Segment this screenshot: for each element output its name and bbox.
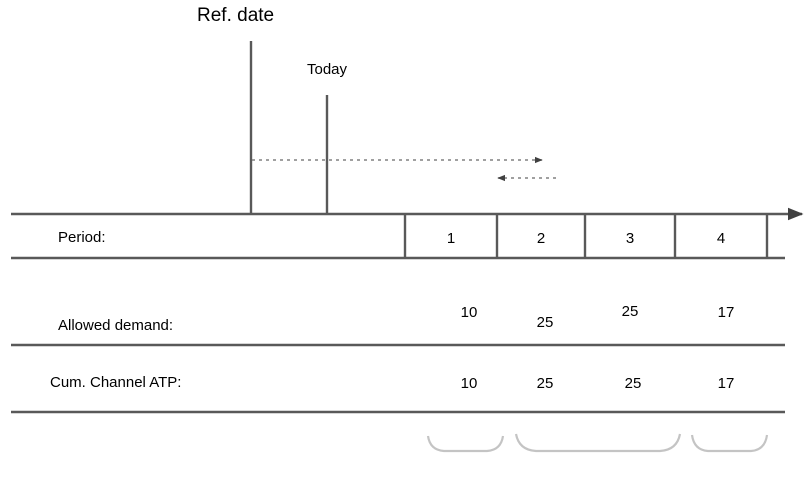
period-row-label: Period: <box>58 229 106 246</box>
group-brace-3 <box>690 434 769 453</box>
period-cell-3: 3 <box>625 230 635 247</box>
cum-channel-atp-value-4: 17 <box>717 375 735 392</box>
cum-channel-atp-value-1: 10 <box>460 375 478 392</box>
allowed-demand-value-1: 10 <box>460 304 478 321</box>
period-cell-1: 1 <box>446 230 456 247</box>
allowed-demand-value-4: 17 <box>717 304 735 321</box>
cum-channel-atp-value-3: 25 <box>624 375 642 392</box>
group-brace-2 <box>514 433 682 453</box>
ref-date-label: Ref. date <box>197 5 275 26</box>
period-cell-2: 2 <box>536 230 546 247</box>
today-label: Today <box>307 61 348 78</box>
period-cell-4: 4 <box>716 230 726 247</box>
allowed-demand-value-2: 25 <box>536 314 554 331</box>
cum-channel-atp-row-label: Cum. Channel ATP: <box>50 374 182 391</box>
allowed-demand-value-3: 25 <box>621 303 639 320</box>
cum-channel-atp-value-2: 25 <box>536 375 554 392</box>
allowed-demand-row-label: Allowed demand: <box>58 317 174 334</box>
group-brace-1 <box>426 435 505 453</box>
